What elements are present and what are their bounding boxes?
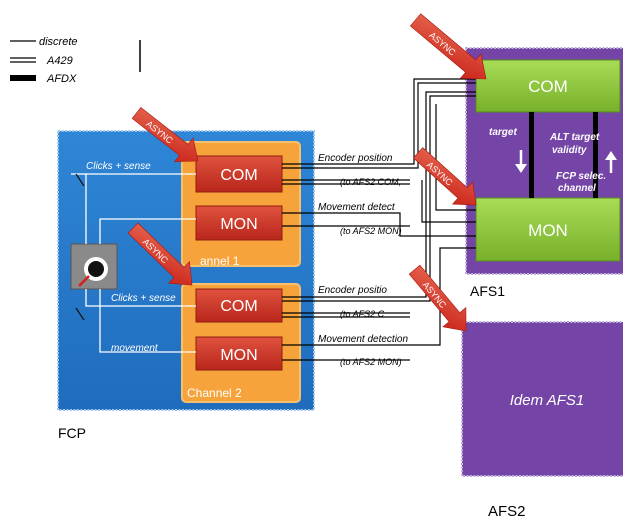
clicks-sense-label-2: Clicks + sense bbox=[111, 293, 176, 304]
afs1-com-box bbox=[475, 59, 621, 113]
movement-detection-label-2: Movement detection bbox=[318, 334, 408, 345]
channel1-label: annel 1 bbox=[200, 254, 240, 268]
afs1-alt-target-line2: validity bbox=[552, 145, 587, 156]
legend: discrete A429 AFDX bbox=[10, 36, 141, 85]
movement-label: movement bbox=[111, 343, 159, 354]
channel2-com-label: COM bbox=[220, 298, 257, 315]
movement-detect-label-1: Movement detect bbox=[318, 202, 396, 213]
legend-afdx-line bbox=[10, 75, 36, 81]
channel2-label: Channel 2 bbox=[187, 386, 242, 400]
afs1-fcp-selec-line2: channel bbox=[558, 183, 596, 194]
afs2-block: Idem AFS1 AFS2 bbox=[461, 321, 623, 520]
afs1-mon-box bbox=[475, 197, 621, 262]
clicks-sense-label-1: Clicks + sense bbox=[86, 161, 151, 172]
afs2-inner-label: Idem AFS1 bbox=[510, 392, 584, 409]
afs1-com-mon-link-1 bbox=[529, 112, 534, 198]
external-wiring bbox=[282, 78, 476, 361]
to-afs2-com-label-1: (to AFS2 COM, bbox=[340, 177, 401, 187]
async-arrow-2: ASYNC bbox=[409, 13, 487, 80]
signal-labels: Encoder position (to AFS2 COM, Movement … bbox=[318, 153, 408, 367]
fcp-break-marks bbox=[75, 173, 85, 321]
channel2-mon-box bbox=[195, 336, 283, 371]
channel1-mon-box bbox=[195, 205, 283, 241]
fcp-internal-wiring bbox=[71, 173, 196, 353]
channel1-com-label: COM bbox=[220, 167, 257, 184]
to-afs2-mon-label-1: (to AFS2 MON) bbox=[340, 226, 402, 236]
fcp-block: FCP annel 1 COM MON Channel 2 COM MON bbox=[57, 130, 315, 441]
afs1-com-label: COM bbox=[528, 77, 568, 96]
legend-discrete-label: discrete bbox=[39, 36, 78, 48]
channel2-com-box bbox=[195, 288, 283, 323]
encoder-position-label-1: Encoder position bbox=[318, 153, 393, 164]
legend-afdx-label: AFDX bbox=[46, 73, 77, 85]
afs1-fcp-selec-line1: FCP selec. bbox=[556, 171, 606, 182]
afs2-label: AFS2 bbox=[488, 503, 526, 520]
encoder-position-label-2: Encoder positio bbox=[318, 285, 387, 296]
down-arrow-icon bbox=[515, 150, 527, 173]
afs1-block: COM MON target ALT target validity FCP s… bbox=[465, 47, 623, 299]
up-arrow-icon bbox=[605, 151, 617, 173]
channel1-com-box bbox=[195, 155, 283, 193]
afs1-com-mon-link-2 bbox=[593, 112, 598, 198]
knob-encoder-icon bbox=[70, 243, 118, 290]
afs2-panel bbox=[461, 321, 623, 477]
to-afs2-com-label-2: (to AFS2 C bbox=[340, 309, 385, 319]
afs1-mon-label: MON bbox=[528, 221, 568, 240]
afs1-label: AFS1 bbox=[470, 283, 505, 299]
legend-a429-label: A429 bbox=[46, 55, 73, 67]
afs1-target-label: target bbox=[489, 127, 517, 138]
channel1-mon-label: MON bbox=[220, 216, 257, 233]
fcp-label: FCP bbox=[58, 425, 86, 441]
to-afs2-mon-label-2: (to AFS2 MON) bbox=[340, 357, 402, 367]
afs1-alt-target-line1: ALT target bbox=[549, 132, 600, 143]
channel2-mon-label: MON bbox=[220, 347, 257, 364]
